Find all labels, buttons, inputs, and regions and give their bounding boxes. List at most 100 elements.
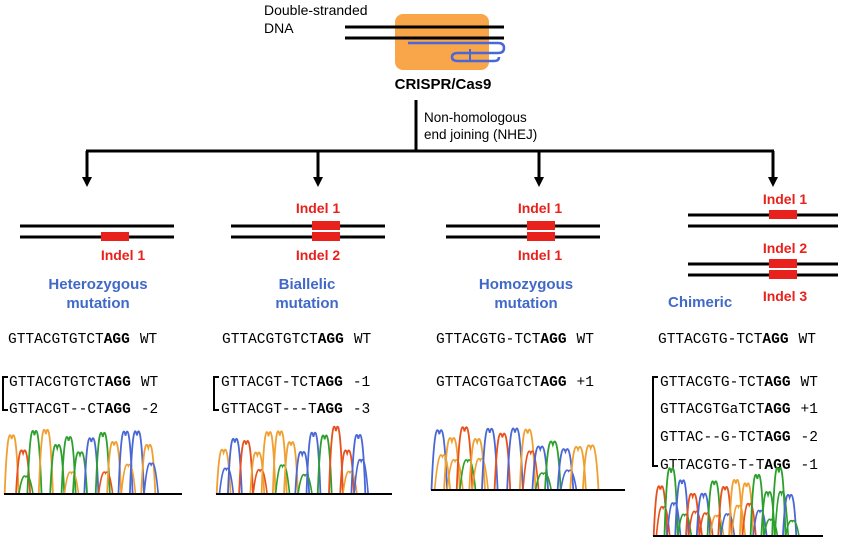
chromatogram-peak	[698, 512, 714, 537]
allele-sequence: GTTACGT--CTAGG-2	[9, 402, 158, 418]
panel-homozygous: Indel 1 Indel 1 Homozygous mutation GTTA…	[430, 200, 625, 491]
pathway-label-line1: Non-homologous	[424, 110, 527, 125]
chromatogram-peak	[522, 450, 540, 491]
indel-marker	[769, 259, 797, 268]
category-label-line1: Biallelic	[279, 276, 336, 293]
panel-biallelic: Indel 1 Indel 2 Biallelic mutation GTTAC…	[213, 200, 392, 495]
chromatogram-peak	[784, 519, 800, 537]
indel-marker	[312, 221, 340, 230]
guide-rna-icon	[408, 41, 506, 63]
chromatogram-peak	[283, 441, 299, 495]
indel-marker	[101, 232, 129, 241]
indel-label: Indel 3	[763, 288, 808, 304]
allele-sequence: GTTAC--G-TCTAGG-2	[660, 430, 818, 446]
category-label-line2: mutation	[66, 295, 129, 312]
chromatogram-peak	[666, 502, 682, 537]
dna-label-line2: DNA	[264, 20, 294, 36]
chromatogram-peak	[481, 427, 499, 491]
chromatogram	[215, 425, 392, 495]
indel-marker	[527, 232, 555, 241]
indel-marker	[527, 221, 555, 230]
allele-sequence: GTTACGT-TCTAGG-1	[221, 375, 370, 391]
chromatogram-peak	[271, 430, 288, 495]
dna-label-line1: Double-stranded	[264, 2, 368, 18]
indel-label: Indel 1	[518, 200, 563, 216]
chromatogram-peak	[328, 425, 344, 495]
chromatogram-peak	[560, 469, 578, 491]
chromatogram-peak	[97, 471, 114, 495]
chromatogram-peak	[752, 509, 768, 537]
category-label-line1: Homozygous	[479, 276, 573, 293]
chromatogram-peak	[60, 436, 77, 495]
chromatogram-peak	[218, 467, 235, 495]
chromatogram-peak	[37, 428, 54, 495]
pathway-label-line2: end joining (NHEJ)	[424, 127, 537, 142]
chromatogram-peak	[446, 459, 464, 491]
panel-heterozygous: Indel 1 Heterozygous mutation GTTACGTGTC…	[2, 224, 182, 495]
allele-bracket	[213, 376, 219, 411]
chromatogram-peak	[226, 437, 243, 495]
chromatogram-peak	[506, 427, 524, 491]
chromatogram-peak	[544, 440, 562, 491]
category-label: Chimeric	[668, 294, 732, 311]
indel-marker	[312, 232, 340, 241]
chromatogram-peak	[471, 457, 489, 491]
chromatogram-peak	[709, 514, 725, 537]
chromatogram-peak	[534, 472, 552, 491]
chromatogram-peak	[63, 471, 80, 495]
chromatogram-peak	[677, 513, 693, 537]
chromatogram-peak	[297, 473, 313, 495]
chromatogram-peak	[305, 431, 322, 495]
chromatogram	[430, 426, 625, 491]
chromatogram-peak	[353, 458, 369, 495]
allele-bracket	[2, 376, 8, 411]
chromatogram-peak	[274, 464, 291, 495]
chromatogram-peak	[581, 444, 600, 491]
indel-label: Indel 1	[296, 200, 341, 216]
indel-label: Indel 2	[296, 247, 341, 263]
chromatogram-peak	[433, 454, 452, 491]
chromatogram-peak	[749, 473, 765, 537]
chromatogram-peak	[663, 467, 679, 537]
category-label-line1: Heterozygous	[48, 276, 147, 293]
chromatogram	[3, 428, 182, 495]
allele-bracket	[652, 376, 658, 467]
chromatogram-peak	[728, 479, 744, 537]
enzyme-label: CRISPR/Cas9	[395, 76, 492, 93]
indel-marker	[769, 210, 797, 219]
chromatogram-peak	[687, 510, 703, 537]
chromatogram-peak	[94, 431, 111, 495]
chromatogram-peak	[459, 459, 477, 491]
category-label-line2: mutation	[494, 295, 557, 312]
chromatogram-peak	[730, 504, 746, 537]
chromatogram-peak	[3, 434, 20, 495]
chromatogram-peak	[706, 480, 722, 537]
allele-sequence: GTTACGTG-T-TAGG-1	[660, 458, 818, 474]
chromatogram-peak	[741, 502, 757, 537]
chromatogram-peak	[238, 440, 254, 495]
indel-marker	[769, 270, 797, 279]
chromatogram-peak	[430, 429, 449, 491]
chromatogram-peak	[774, 491, 790, 537]
chromatogram	[652, 466, 823, 537]
chromatogram-peak	[350, 433, 367, 495]
chromatogram-peak	[143, 462, 160, 495]
category-label-line2: mutation	[275, 295, 338, 312]
chromatogram-peak	[252, 469, 268, 495]
chromatogram-peak	[782, 494, 798, 537]
indel-label: Indel 1	[101, 247, 146, 263]
indel-label: Indel 1	[518, 247, 563, 263]
allele-sequence: GTTACGTGaTCTAGG+1	[660, 402, 818, 418]
indel-label: Indel 2	[763, 240, 808, 256]
chromatogram-peak	[455, 426, 474, 491]
allele-sequence: GTTACGT---TAGG-3	[221, 402, 370, 418]
panel-chimeric: Indel 1 Indel 2 Indel 3 Chimeric GTTACGT…	[652, 191, 838, 537]
chromatogram-peak	[655, 506, 671, 537]
